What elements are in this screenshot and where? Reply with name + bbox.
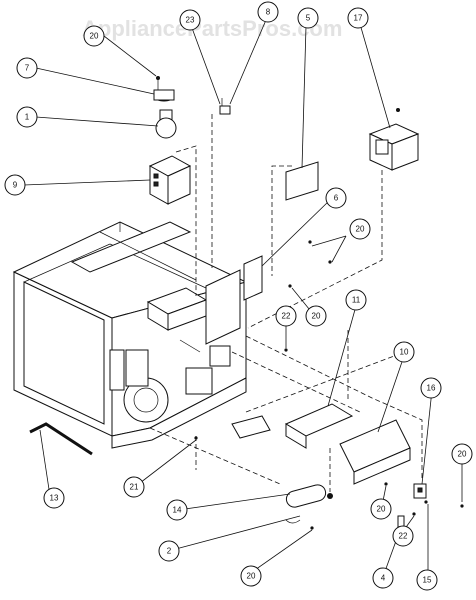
capacitor-bracket-part [285,519,301,524]
callout-20-lower: 20 [370,498,392,520]
svg-text:22: 22 [282,312,291,321]
svg-text:20: 20 [90,32,99,41]
callout-4: 4 [372,567,394,589]
callout-21: 21 [123,476,145,498]
svg-text:8: 8 [266,8,271,17]
svg-text:5: 5 [306,14,311,23]
svg-text:20: 20 [312,312,321,321]
capacitor-part [285,484,333,508]
callout-20-top: 20 [83,25,105,47]
angled-bracket-part [284,403,354,449]
svg-text:13: 13 [50,494,59,503]
svg-text:7: 7 [25,64,30,73]
callout-16: 16 [420,377,442,399]
callout-9: 9 [4,174,26,196]
svg-text:14: 14 [173,506,182,515]
svg-text:6: 6 [334,194,339,203]
leader-lines [23,19,463,576]
base-plate-part [339,419,411,485]
svg-text:1: 1 [25,113,30,122]
oven-chassis [12,221,248,449]
svg-text:20: 20 [356,225,365,234]
svg-text:11: 11 [352,296,361,305]
callout-7: 7 [16,57,38,79]
switch-part [413,483,427,499]
svg-text:10: 10 [400,348,409,357]
assembly-paths [149,114,423,492]
callout-17: 17 [347,7,369,29]
svg-text:15: 15 [423,576,432,585]
rod-part [29,422,93,456]
svg-text:21: 21 [130,483,139,492]
svg-text:23: 23 [186,16,195,25]
callout-22-bottom: 22 [392,525,414,547]
small-plate-part [231,415,271,439]
svg-text:20: 20 [247,572,256,581]
lamp-bulb-part [155,109,177,139]
callout-20-right: 20 [349,218,371,240]
callout-14: 14 [166,499,188,521]
callout-1: 1 [16,106,38,128]
svg-text:20: 20 [458,450,467,459]
callout-15: 15 [416,569,438,591]
svg-text:2: 2 [167,547,172,556]
screw-set [194,240,464,530]
callout-20-bottom: 20 [240,565,262,587]
svg-text:17: 17 [354,14,363,23]
bracket-panel-part [243,255,263,301]
callout-11: 11 [345,289,367,311]
svg-text:16: 16 [427,384,436,393]
callout-8: 8 [257,1,279,23]
callout-23: 23 [179,9,201,31]
svg-text:9: 9 [13,181,18,190]
callout-10: 10 [393,341,415,363]
svg-text:22: 22 [399,532,408,541]
lamp-socket-part [153,76,175,102]
transformer-part [368,108,420,171]
callout-13: 13 [43,487,65,509]
callout-22-mid: 22 [275,305,297,327]
label-plate-part [285,161,319,201]
svg-text:4: 4 [381,574,386,583]
callout-5: 5 [297,7,319,29]
callout-20-far: 20 [451,443,473,465]
callout-6: 6 [325,187,347,209]
lamp-bracket-part [148,155,192,205]
callout-20-mid: 20 [305,305,327,327]
clip-part [219,98,231,115]
callout-2: 2 [158,540,180,562]
svg-text:20: 20 [377,505,386,514]
